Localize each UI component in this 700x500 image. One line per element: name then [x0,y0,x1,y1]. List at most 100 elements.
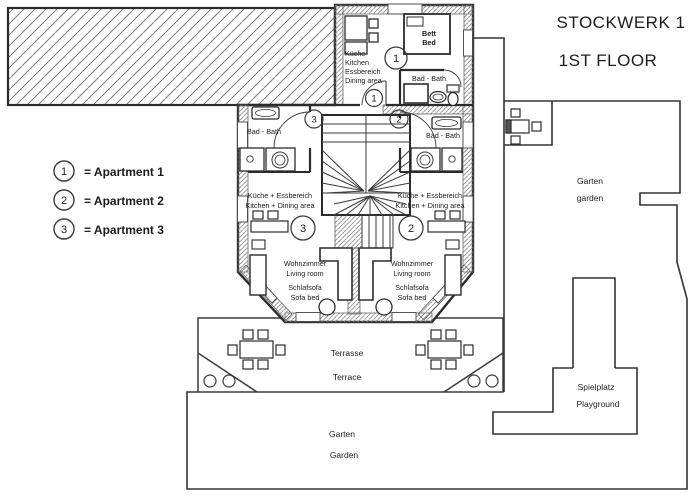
apt3-side-table [251,239,266,250]
legend-label-3: = Apartment 3 [84,223,164,237]
apt2-number: 2 [408,223,414,235]
apt3-bath-label: Bad - Bath [247,127,281,136]
window-right-upper [463,29,473,57]
garden-bottom-label-de: Garten [329,429,355,439]
garden-table-set [505,108,542,145]
shower-drain-inner [274,154,286,166]
chair [257,359,269,370]
terrace-planter-left-1 [203,374,217,388]
washbasin [448,155,456,163]
toilet-tank [446,84,460,93]
garden-bottom: Garten Garden [329,429,358,460]
chair [415,344,426,356]
sink-basin [432,93,444,101]
window-left-1 [237,121,248,149]
title-line-1: STOCKWERK 1 [557,13,686,32]
apartment-3: Bad - Bath 3 Küche + Essbereich Kitchen … [239,105,353,316]
playground-label-de: Spielplatz [578,382,615,392]
bed-label-en: Bed [422,38,436,47]
bathtub-basin [255,109,276,118]
apt3-living-label-en: Living room [286,269,323,278]
terrace-corner-diagonal-left [197,352,258,393]
toilet-bowl [447,91,459,107]
apt1-number: 1 [393,53,399,65]
apt2-number-circle [398,215,424,241]
chair [257,329,269,340]
window-bottom-2 [391,312,417,322]
chair [430,359,442,370]
window-right-1 [462,121,474,149]
dining-table [427,340,462,359]
window-right-2 [462,195,474,223]
shower-unit [410,147,441,172]
legend-label-1: = Apartment 1 [84,165,164,179]
apt3-bathroom: Bad - Bath [239,105,312,173]
apt1-bath-label: Bad - Bath [412,74,446,83]
bed-label-de: Bett [422,29,437,38]
apt1-kitchen-label: Küche Kitchen Essbereich Dining area [345,49,382,85]
garden-chair-bottom [510,135,521,145]
washbasin [246,155,254,163]
chair [227,344,238,356]
fence-table-nook [504,101,553,146]
terrace-label-en: Terrace [333,372,362,382]
fence-west [473,37,505,392]
apt2-living-label-en: Living room [393,269,430,278]
garden-right-label-de: Garten [577,176,603,186]
kitchen-label-2: Kitchen [345,58,369,67]
kitchen-label-4: Dining area [345,76,382,85]
shower-drain-inner [419,154,431,166]
stairwell [321,114,411,249]
apt2-side-table [445,239,460,250]
garden-bottom-label-en: Garden [330,450,359,460]
chair [445,329,457,340]
apt3-living-label-de: Wohnzimmer [284,259,327,268]
kitchen-table [250,220,289,233]
washbasin-unit [441,147,463,172]
stove [368,18,379,29]
legend-number-1: 1 [61,166,67,178]
playground-lower-outline [492,367,638,435]
kitchen-label-3: Essbereich [345,67,381,76]
garden-chair-top [510,108,521,118]
kitchen-table [427,220,466,233]
apt1-entry-door-arc [361,80,387,106]
apt2-corridor-number: 2 [396,115,401,126]
apt3-kitchen-label-de: Küche + Essbereich [248,191,312,200]
apt2-window-sofa [444,254,462,296]
legend-label-2: = Apartment 2 [84,194,164,208]
legend-circle-3 [53,218,75,240]
bath-door-arc [443,69,462,88]
legend-circle-1 [53,160,75,182]
page-title: STOCKWERK 1 1ST FLOOR [557,13,686,70]
shower-unit [265,147,296,172]
apt3-round-table [318,298,336,316]
kitchen-counter-2 [344,41,368,55]
playground-label-en: Playground [576,399,619,409]
neighbor-building [6,6,337,107]
apt2-sofa-label-de: Schlafsofa [395,283,429,292]
shower [403,83,429,104]
playground: Spielplatz Playground [492,277,638,435]
fence-outer [186,100,688,490]
pillow [406,16,424,27]
shower-drain [416,151,434,169]
apt2-sofa [358,247,392,301]
apartment-1: Bett Bed 1 Küche Kitchen Essbereich Dini… [344,13,462,108]
wall-left-upper [334,4,344,106]
legend-number-2: 2 [61,195,67,207]
chair [242,359,254,370]
terrace-planter-left-2 [222,374,236,388]
apartment-2: Bad - Bath 2 Küche + Essbereich Kitchen … [358,109,466,316]
apt2-kitchen-label-en: Kitchen + Dining area [396,201,465,210]
apt3-number: 3 [300,223,306,235]
window-left-2 [237,195,248,223]
garden-table-end [505,119,512,134]
legend-circle-2 [53,189,75,211]
chair [445,359,457,370]
window-bottom-1 [295,312,321,322]
bathtub [251,106,280,120]
dining-table [239,340,274,359]
